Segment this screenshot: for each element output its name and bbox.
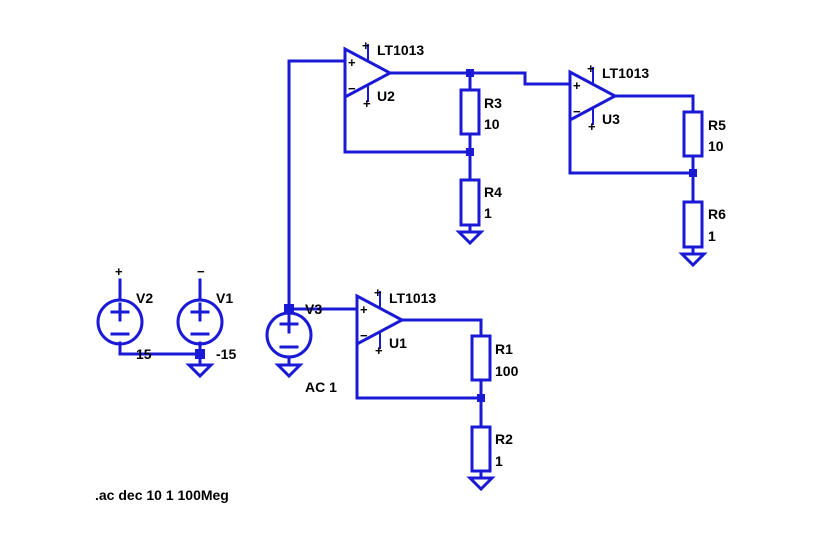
- opamp-u1-vn-sign: +: [375, 343, 383, 358]
- junction-v3: [284, 304, 294, 314]
- resistor-r2-value: 1: [495, 453, 503, 469]
- opamp-u2-ref: U2: [377, 88, 395, 104]
- resistor-r4[interactable]: R4 1: [459, 178, 502, 227]
- wire-u1-feedback: [355, 331, 483, 400]
- source-v1-terminal-sign: −: [197, 264, 205, 279]
- source-v1-value: -15: [216, 346, 236, 362]
- resistor-r3-ref: R3: [484, 95, 502, 111]
- opamp-u2-plus-sign: +: [348, 55, 356, 70]
- opamp-u3-vn-sign: +: [588, 119, 596, 134]
- opamp-u1-vp-sign: +: [374, 285, 382, 300]
- junctions: [195, 69, 697, 402]
- opamp-u2-model: LT1013: [377, 42, 424, 58]
- source-v2-circle: [96, 298, 144, 346]
- resistor-r4-ref: R4: [484, 184, 502, 200]
- source-v1[interactable]: − V1 -15: [176, 264, 236, 362]
- ground-icon: [185, 363, 215, 379]
- wire-v2-v1: [118, 341, 202, 356]
- source-v1-circle: [176, 298, 224, 346]
- resistor-r4-body: [459, 178, 481, 227]
- resistor-r5-value: 10: [708, 138, 724, 154]
- opamp-u2[interactable]: + − + + LT1013 U2: [343, 38, 424, 111]
- opamp-u3-ref: U3: [602, 111, 620, 127]
- resistor-r1-value: 100: [495, 363, 519, 379]
- source-v2[interactable]: + V2 15: [96, 264, 153, 362]
- wire-u2-feedback: [343, 83, 472, 154]
- resistor-r3[interactable]: R3 10: [459, 88, 502, 136]
- resistor-r6[interactable]: R6 1: [682, 200, 726, 249]
- resistor-r1-ref: R1: [495, 341, 513, 357]
- source-v3-ref: V3: [305, 301, 322, 317]
- junction-r3-r4: [466, 148, 474, 156]
- grounds: [185, 230, 708, 492]
- resistor-r5[interactable]: R5 10: [682, 110, 726, 158]
- resistor-r2-body: [470, 425, 492, 473]
- resistor-r6-ref: R6: [708, 206, 726, 222]
- resistor-r3-body: [459, 88, 481, 136]
- source-v3-value: AC 1: [305, 379, 337, 395]
- resistor-r3-value: 10: [484, 116, 500, 132]
- wire-u3-feedback: [568, 106, 695, 175]
- ground-icon: [455, 230, 485, 246]
- source-v2-ref: V2: [136, 290, 153, 306]
- resistor-r5-ref: R5: [708, 117, 726, 133]
- ground-icon: [678, 252, 708, 268]
- source-v2-terminal-sign: +: [115, 264, 123, 279]
- opamp-u1-minus-sign: −: [360, 328, 368, 343]
- opamp-u3-minus-sign: −: [573, 104, 581, 119]
- opamp-u2-minus-sign: −: [348, 81, 356, 96]
- junction-r1-r2: [477, 394, 485, 402]
- resistor-r5-body: [682, 110, 704, 158]
- resistor-r2-ref: R2: [495, 431, 513, 447]
- resistor-r6-body: [682, 200, 704, 249]
- ground-icon: [274, 363, 304, 379]
- opamp-u3-model: LT1013: [602, 65, 649, 81]
- resistor-r1[interactable]: R1 100: [470, 334, 519, 382]
- junction-v1-gnd: [195, 349, 205, 359]
- opamp-u3[interactable]: + − + + LT1013 U3: [568, 61, 649, 134]
- junction-r5-r6: [689, 169, 697, 177]
- opamp-u1-ref: U1: [389, 335, 407, 351]
- wire-u1-out-r1: [400, 318, 483, 338]
- wire-v3-u2-input: [287, 59, 347, 311]
- source-v2-value: 15: [136, 346, 152, 362]
- opamp-u3-vp-sign: +: [587, 61, 595, 76]
- wire-u3-out-r5: [613, 94, 695, 114]
- opamp-u3-plus-sign: +: [573, 78, 581, 93]
- source-v1-ref: V1: [216, 290, 233, 306]
- resistor-r1-body: [470, 334, 492, 382]
- opamp-u1-model: LT1013: [389, 290, 436, 306]
- source-v3[interactable]: V3 AC 1: [265, 301, 337, 395]
- wire-u2-out-u3-in: [388, 71, 572, 86]
- resistor-r4-value: 1: [484, 205, 492, 221]
- opamp-u1-plus-sign: +: [360, 302, 368, 317]
- opamp-u2-vn-sign: +: [363, 96, 371, 111]
- source-v3-circle: [265, 311, 313, 359]
- simulation-directive[interactable]: .ac dec 10 1 100Meg: [95, 487, 229, 503]
- ground-icon: [466, 476, 496, 492]
- junction-u2-out: [466, 69, 474, 77]
- opamp-u2-vp-sign: +: [362, 38, 370, 53]
- resistor-r6-value: 1: [708, 228, 716, 244]
- resistor-r2[interactable]: R2 1: [470, 425, 513, 473]
- opamp-u1[interactable]: + − + + LT1013 U1: [355, 285, 436, 358]
